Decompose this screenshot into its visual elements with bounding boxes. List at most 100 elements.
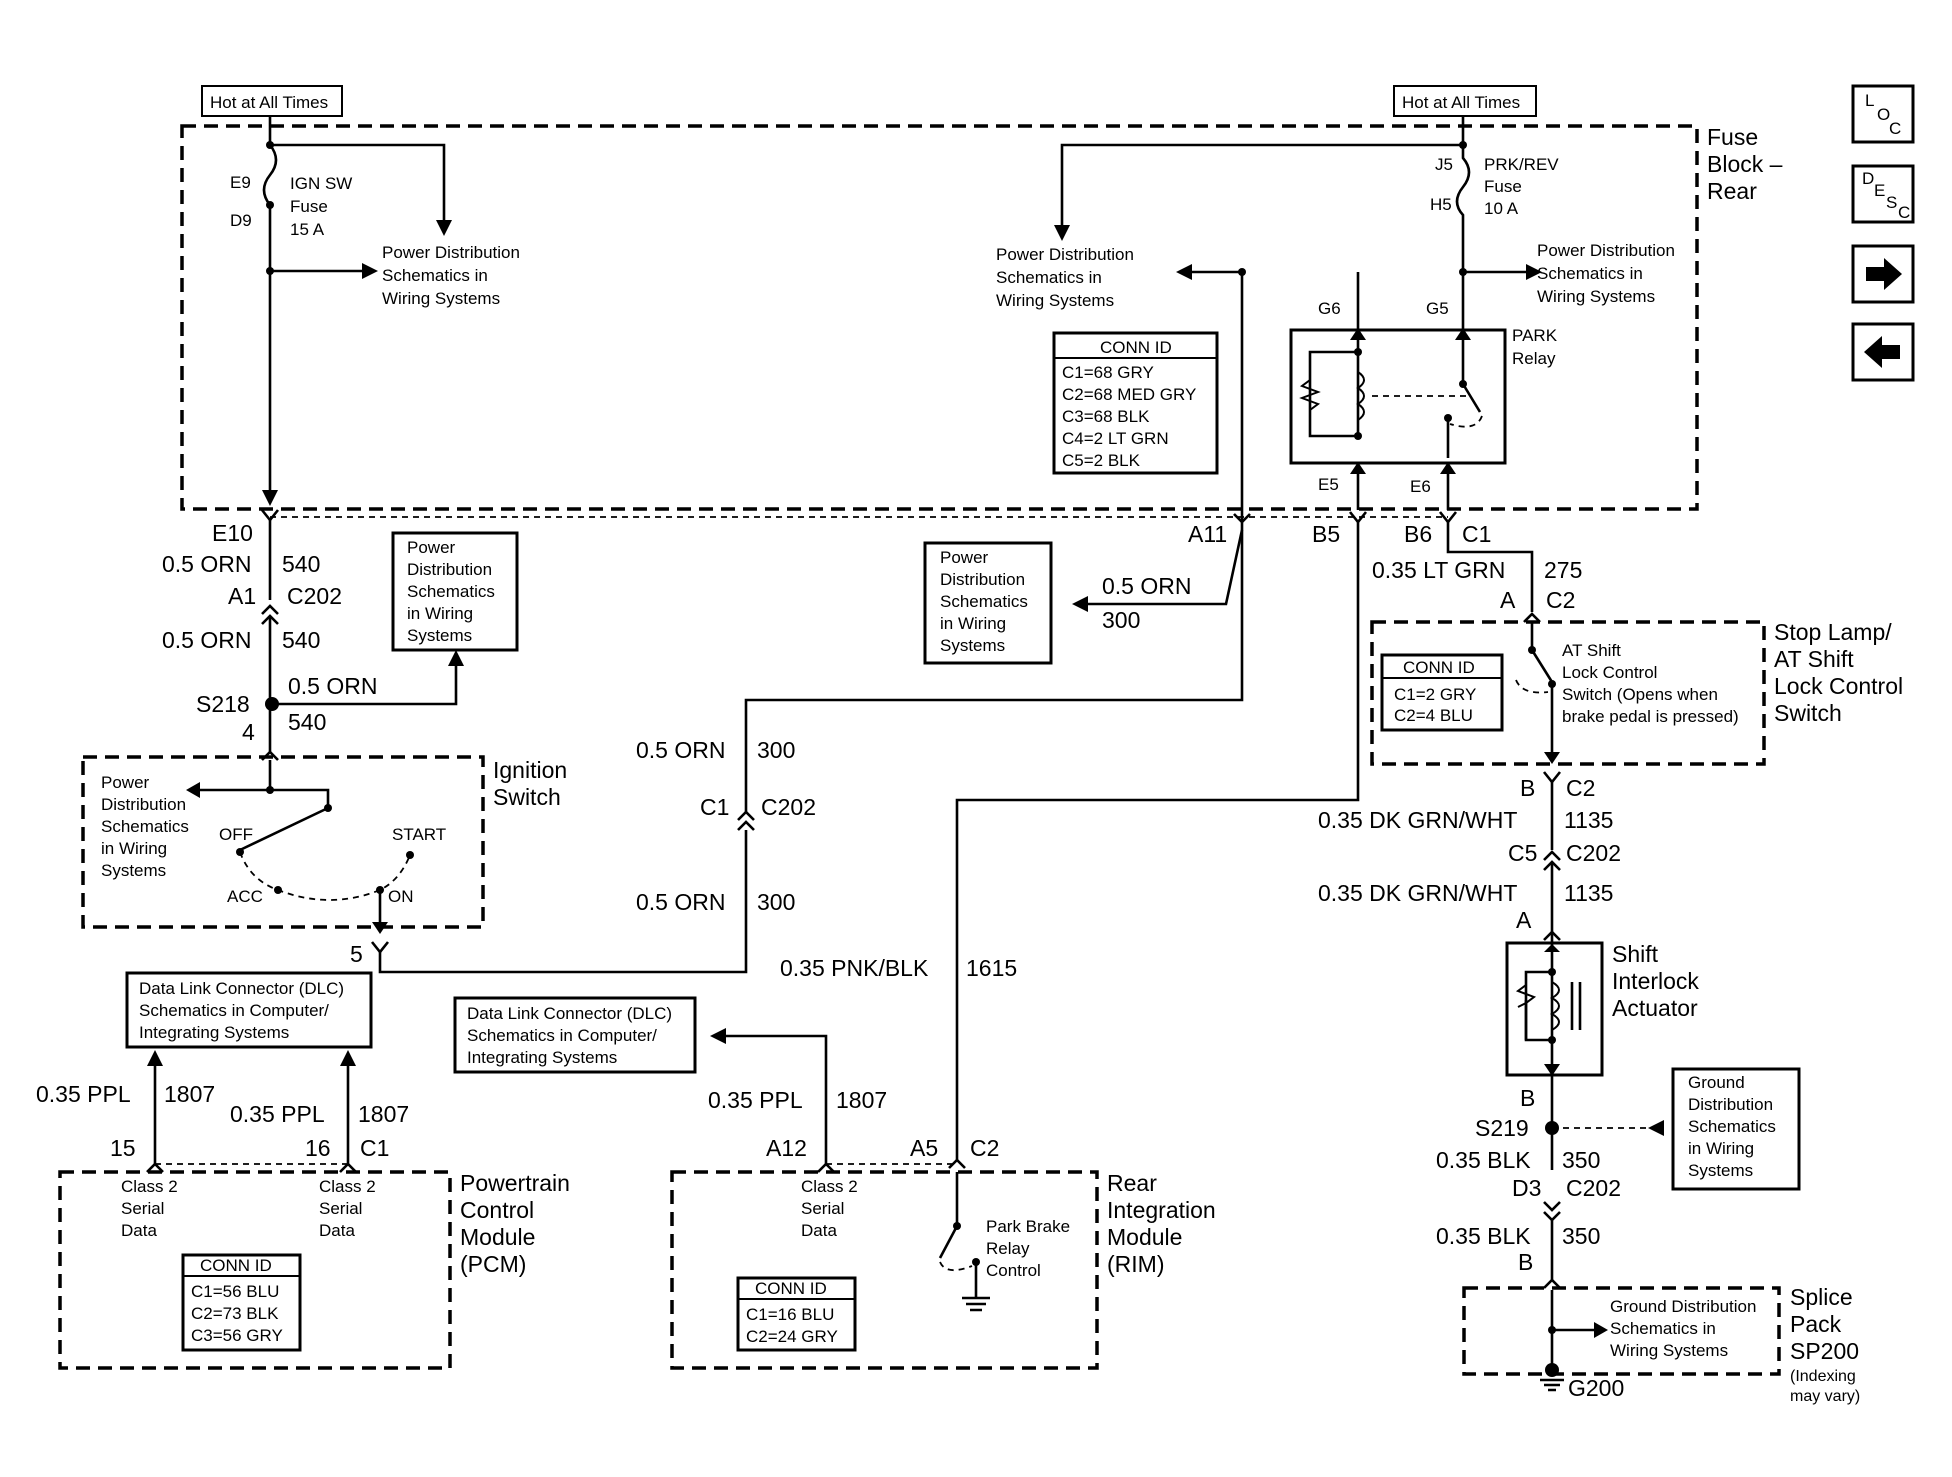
pds-box-s218-3: Schematics (407, 582, 495, 601)
pin-c1-c202: C1 (700, 794, 729, 820)
rim-relay-ctrl-3: Control (986, 1261, 1041, 1280)
pds-box-s218-5: Systems (407, 626, 472, 645)
stop-switch-text-2: Lock Control (1562, 663, 1657, 682)
pin-c5: C5 (1508, 840, 1537, 866)
pin-c2-stop-b: C2 (1566, 775, 1595, 801)
wire-275: B6 C1 0.35 LT GRN 275 A C2 (1372, 511, 1582, 623)
wire-300: 5 0.5 ORN 300 C1 C202 0.5 ORN 300 A11 0.… (350, 512, 1251, 974)
wire-1135: B C2 0.35 DK GRN/WHT 1135 C5 C202 0.35 D… (1318, 771, 1621, 948)
fuse-block-title-3: Rear (1707, 178, 1757, 204)
arrow-right-icon (1866, 258, 1902, 290)
fuse-block-title-1: Fuse (1707, 124, 1758, 150)
conn-id-fuse-row-1: C1=68 GRY (1062, 363, 1154, 382)
pds-center-1: Power Distribution (996, 245, 1134, 264)
conn-id-fuse-title: CONN ID (1100, 338, 1172, 357)
pds-box-s218-1: Power (407, 538, 456, 557)
pin-c1-pcm: C1 (360, 1135, 389, 1161)
shift-title-2: Interlock (1612, 968, 1699, 994)
conn-id-stop-title: CONN ID (1403, 658, 1475, 677)
park-relay-e5: E5 (1318, 475, 1339, 494)
wire-1807-pcm-b: 1807 (358, 1101, 409, 1127)
pds-ign-1: Power Distribution (382, 243, 520, 262)
pcm-serial-b-3: Data (319, 1221, 355, 1240)
pin-c202-300: C202 (761, 794, 816, 820)
loc-c: C (1889, 119, 1901, 138)
hot-label-right-text: Hot at All Times (1402, 93, 1520, 112)
loc-o: O (1877, 105, 1890, 124)
splice-title-2: Pack (1790, 1311, 1842, 1337)
wire-1135-a: 1135 (1564, 807, 1613, 833)
pds-center-2: Schematics in (996, 268, 1102, 287)
conn-id-pcm-row-2: C2=73 BLK (191, 1304, 279, 1323)
pds-box-a11-3: Schematics (940, 592, 1028, 611)
pin-a1: A1 (228, 583, 256, 609)
rim-title-1: Rear (1107, 1170, 1157, 1196)
desc-s: S (1886, 193, 1897, 212)
stop-switch-text-4: brake pedal is pressed) (1562, 707, 1739, 726)
pds-box-a11-5: Systems (940, 636, 1005, 655)
wire-dkgrn-b: 0.35 DK GRN/WHT (1318, 880, 1517, 906)
rim-serial-2: Serial (801, 1199, 844, 1218)
wire-540-c: 540 (288, 709, 326, 735)
wire-orn540-a: 0.5 ORN (162, 551, 251, 577)
pin-c1-b6: C1 (1462, 521, 1491, 547)
splice-note-1: (Indexing (1790, 1368, 1856, 1385)
pin-a5: A5 (910, 1135, 938, 1161)
ign-pds-5: Systems (101, 861, 166, 880)
fuse-block-title-2: Block – (1707, 151, 1783, 177)
conn-id-fuse-row-4: C4=2 LT GRN (1062, 429, 1169, 448)
rim-wires: 0.35 PPL 1807 A12 A5 C2 (708, 1028, 999, 1173)
rim-module: Rear Integration Module (RIM) Class 2 Se… (670, 1170, 1216, 1370)
wire-1807-pcm-a: 1807 (164, 1081, 215, 1107)
pin-a12: A12 (766, 1135, 807, 1161)
pin-4: 4 (242, 719, 255, 745)
pin-16: 16 (305, 1135, 331, 1161)
ignition-acc: ACC (227, 887, 263, 906)
conn-id-rim-title: CONN ID (755, 1279, 827, 1298)
stop-switch-text-3: Switch (Opens when (1562, 685, 1718, 704)
conn-id-pcm-row-3: C3=56 GRY (191, 1326, 283, 1345)
ign-fuse-label-2: Fuse (290, 197, 328, 216)
stop-lamp-switch: Stop Lamp/ AT Shift Lock Control Switch … (1370, 619, 1903, 766)
dlc-pcm-3: Integrating Systems (139, 1023, 289, 1042)
pin-s218: S218 (196, 691, 250, 717)
ign-fuse-bottom-pin: D9 (230, 211, 252, 230)
pds-center: Power Distribution Schematics in Wiring … (996, 245, 1246, 310)
pin-a-shift: A (1516, 907, 1532, 933)
wire-orn300-a: 0.5 ORN (636, 737, 725, 763)
pcm-serial-a-1: Class 2 (121, 1177, 178, 1196)
hot-label-left-text: Hot at All Times (210, 93, 328, 112)
next-button[interactable] (1851, 244, 1915, 304)
dlc-pcm-2: Schematics in Computer/ (139, 1001, 329, 1020)
prev-button[interactable] (1851, 322, 1915, 382)
prk-fuse-bottom-pin: H5 (1430, 195, 1452, 214)
ignition-start: START (392, 825, 446, 844)
ground-box-2: Distribution (1688, 1095, 1773, 1114)
conn-id-fuse-row-5: C5=2 BLK (1062, 451, 1141, 470)
loc-button[interactable]: L O C (1851, 84, 1915, 144)
pcm-title-1: Powertrain (460, 1170, 570, 1196)
pin-15: 15 (110, 1135, 136, 1161)
wire-blk-b: 0.35 BLK (1436, 1223, 1531, 1249)
dlc-box-pcm: Data Link Connector (DLC) Schematics in … (125, 971, 373, 1049)
pin-c202-350: C202 (1566, 1175, 1621, 1201)
desc-e: E (1874, 181, 1885, 200)
wire-540-a: 540 (282, 551, 320, 577)
prk-fuse-label-3: 10 A (1484, 199, 1519, 218)
pin-c202-1135: C202 (1566, 840, 1621, 866)
desc-button[interactable]: D E S C (1851, 164, 1915, 224)
fuse-block-rear: Fuse Block – Rear (180, 124, 1783, 511)
wire-350-a: 350 (1562, 1147, 1600, 1173)
pin-g200: G200 (1568, 1375, 1624, 1401)
wire-540-b: 540 (282, 627, 320, 653)
pin-s219: S219 (1475, 1115, 1529, 1141)
pds-box-a11: Power Distribution Schematics in Wiring … (923, 541, 1053, 665)
pds-box-a11-4: in Wiring (940, 614, 1006, 633)
rim-relay-ctrl-2: Relay (986, 1239, 1030, 1258)
dlc-box-rim: Data Link Connector (DLC) Schematics in … (453, 996, 697, 1074)
pin-d3: D3 (1512, 1175, 1541, 1201)
dlc-rim-3: Integrating Systems (467, 1048, 617, 1067)
wire-orn300-c: 0.5 ORN (1102, 573, 1191, 599)
wire-ppl-pcm-b: 0.35 PPL (230, 1101, 325, 1127)
stop-switch-text-1: AT Shift (1562, 641, 1621, 660)
